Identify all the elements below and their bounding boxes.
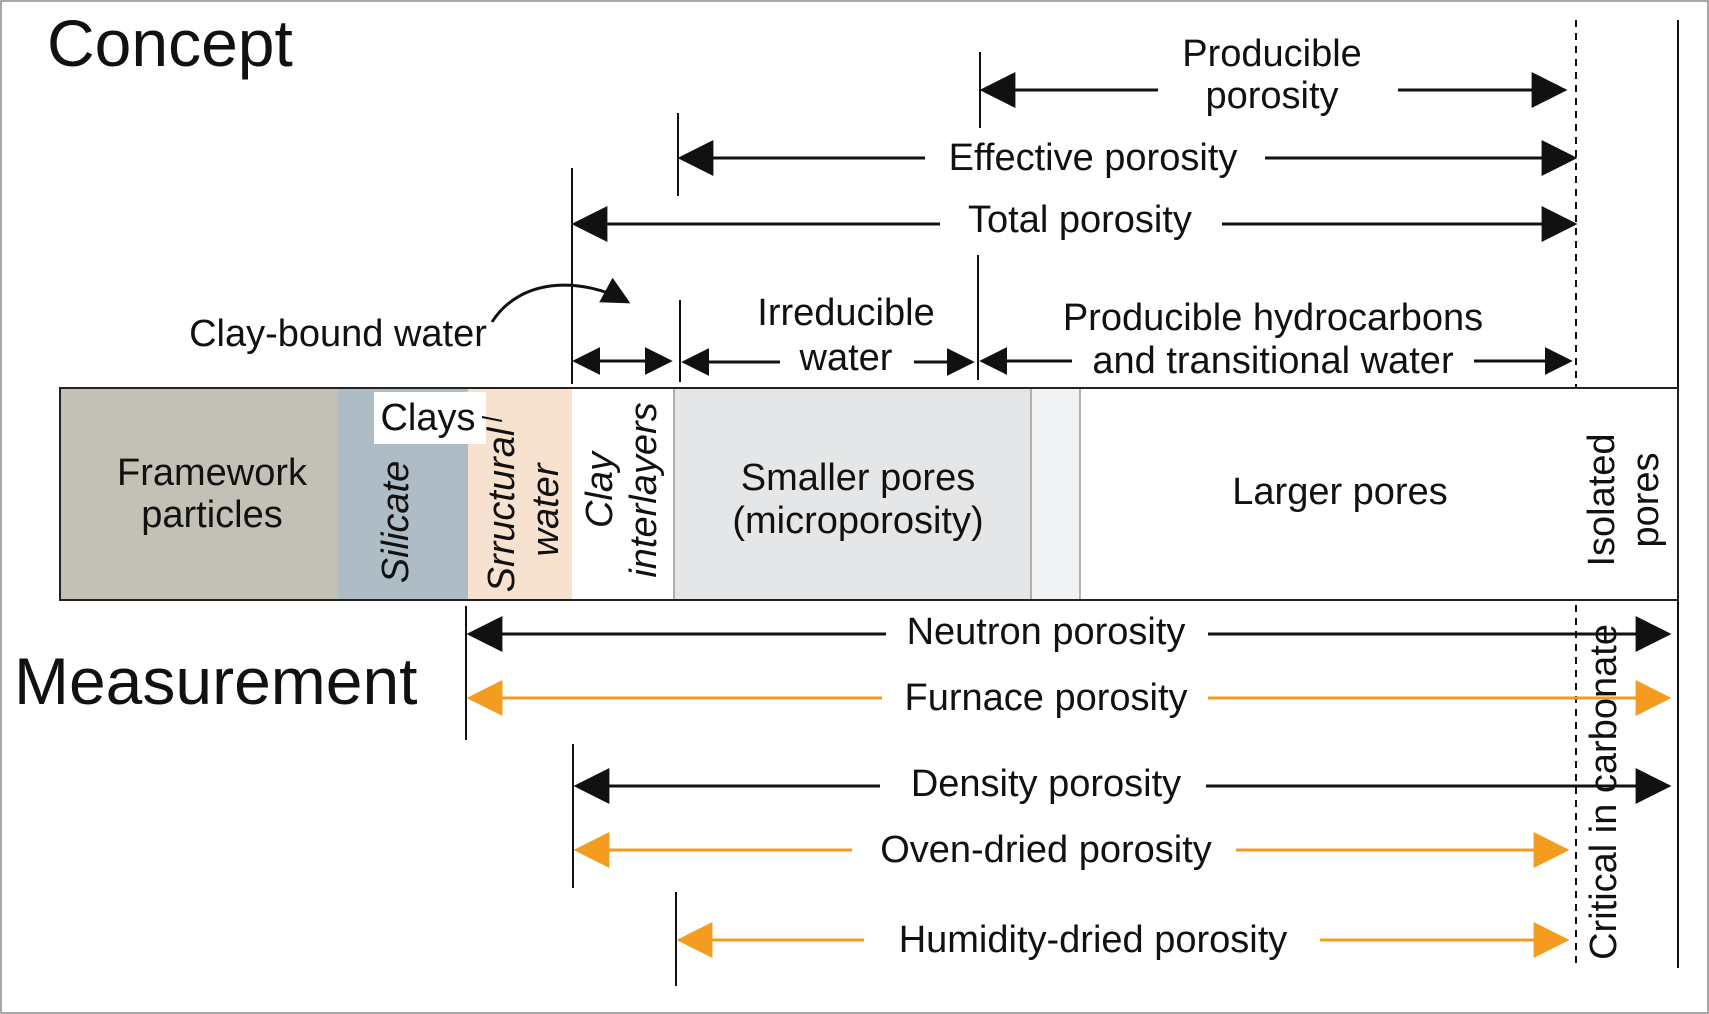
neutron-porosity-label: Neutron porosity — [907, 611, 1186, 653]
irreducible-water-label-1: Irreducible — [757, 292, 934, 334]
clay-interlayers-segment — [572, 388, 674, 600]
framework-label-1: Framework — [117, 452, 308, 494]
transition-segment — [1031, 388, 1080, 600]
structural-water-label-1: Srructural — [481, 426, 523, 592]
isolated-pores-label-1: Isolated — [1581, 433, 1623, 566]
clay-bound-water-label: Clay-bound water — [189, 313, 487, 355]
density-porosity-label: Density porosity — [911, 763, 1181, 805]
producible-porosity-label-1: Producible — [1182, 33, 1362, 75]
clay-interlayers-label-2: interlayers — [623, 402, 665, 577]
effective-porosity-label: Effective porosity — [949, 137, 1238, 179]
bar-frame — [59, 387, 1679, 601]
clay-interlayers-label-1: Clay — [579, 450, 621, 528]
isolated-pores-label-2: pores — [1625, 452, 1667, 547]
producible-hydrocarbons-label-1: Producible hydrocarbons — [1063, 297, 1483, 339]
framework-label-2: particles — [141, 494, 283, 536]
clays-label-box — [374, 392, 486, 444]
smaller-pores-segment — [674, 388, 1031, 600]
silicate-label: Silicate — [375, 461, 417, 584]
framework-segment — [60, 388, 338, 600]
smaller-pores-label-2: (microporosity) — [732, 500, 983, 542]
oven-dried-porosity-label: Oven-dried porosity — [880, 829, 1212, 871]
producible-porosity-label-2: porosity — [1205, 75, 1338, 117]
producible-hydrocarbons-label-2: and transitional water — [1092, 340, 1454, 382]
concept-title: Concept — [47, 6, 293, 80]
clays-label: Clays — [380, 397, 475, 439]
measurement-title: Measurement — [14, 644, 418, 718]
furnace-porosity-label: Furnace porosity — [904, 677, 1187, 719]
larger-pores-label: Larger pores — [1232, 471, 1447, 513]
clays-leader-line — [481, 416, 503, 422]
critical-in-carbonate-label: Critical in carbonate — [1583, 624, 1625, 960]
humidity-dried-porosity-label: Humidity-dried porosity — [899, 919, 1288, 961]
structural-water-label-2: water — [525, 462, 567, 556]
total-porosity-label: Total porosity — [968, 199, 1192, 241]
larger-pores-segment — [1080, 388, 1678, 600]
smaller-pores-label-1: Smaller pores — [741, 457, 975, 499]
clay-bound-water-curved-arrow — [490, 277, 631, 323]
irreducible-water-label-2: water — [799, 337, 893, 379]
